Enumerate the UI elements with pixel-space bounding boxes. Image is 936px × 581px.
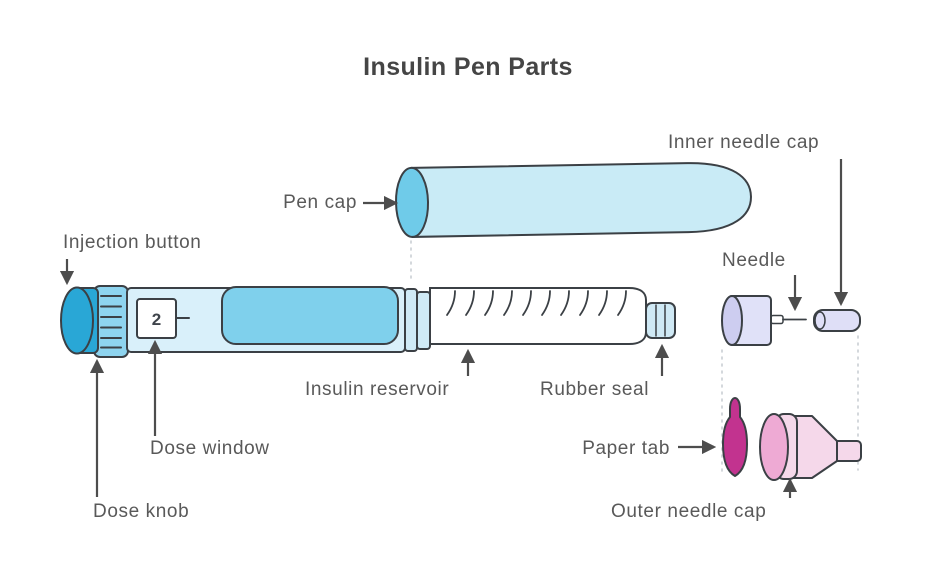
- reservoir-barrel: [429, 287, 647, 345]
- insulin-reservoir-part: [429, 287, 676, 345]
- outer-needle-cap-label: Outer needle cap: [611, 501, 767, 522]
- needle-assembly: [721, 295, 861, 346]
- rubber-seal-label: Rubber seal: [540, 379, 650, 400]
- pen-cap-body: [410, 162, 752, 238]
- needle-base: [770, 314, 784, 325]
- pen-cap-label: Pen cap: [283, 192, 357, 213]
- dose-window-label: Dose window: [150, 438, 270, 459]
- insulin-reservoir-label: Insulin reservoir: [305, 379, 450, 400]
- thread-ring-2: [416, 291, 431, 350]
- pen-cap-face: [395, 166, 430, 238]
- paper-tab-label: Paper tab: [582, 438, 670, 459]
- dose-knob-label: Dose knob: [93, 501, 190, 522]
- pen-cap-part: [395, 162, 752, 238]
- inner-needle-cap-face: [814, 311, 826, 330]
- inner-needle-cap-part: [813, 309, 861, 332]
- reservoir-scale-ticks: [446, 290, 627, 316]
- inner-needle-cap-label: Inner needle cap: [668, 132, 820, 153]
- page-title: Insulin Pen Parts: [363, 53, 573, 81]
- injection-button-part: [60, 286, 94, 355]
- outer-cap-face: [759, 413, 789, 481]
- needle-hub-face: [721, 295, 743, 346]
- outer-cap-tip: [833, 440, 862, 462]
- pen-body-part: 2: [60, 285, 431, 358]
- thread-ring-1: [404, 288, 418, 352]
- paper-tab-part: [722, 397, 748, 477]
- injection-button-label: Injection button: [63, 232, 202, 253]
- dose-knob-ridges: [100, 295, 122, 349]
- outer-needle-cap-part: [759, 413, 862, 481]
- needle-label: Needle: [722, 250, 786, 271]
- callout-arrows: [59, 159, 849, 498]
- rubber-seal-part: [645, 302, 676, 339]
- reservoir-window: [221, 286, 399, 345]
- dose-window-value: 2: [152, 310, 161, 329]
